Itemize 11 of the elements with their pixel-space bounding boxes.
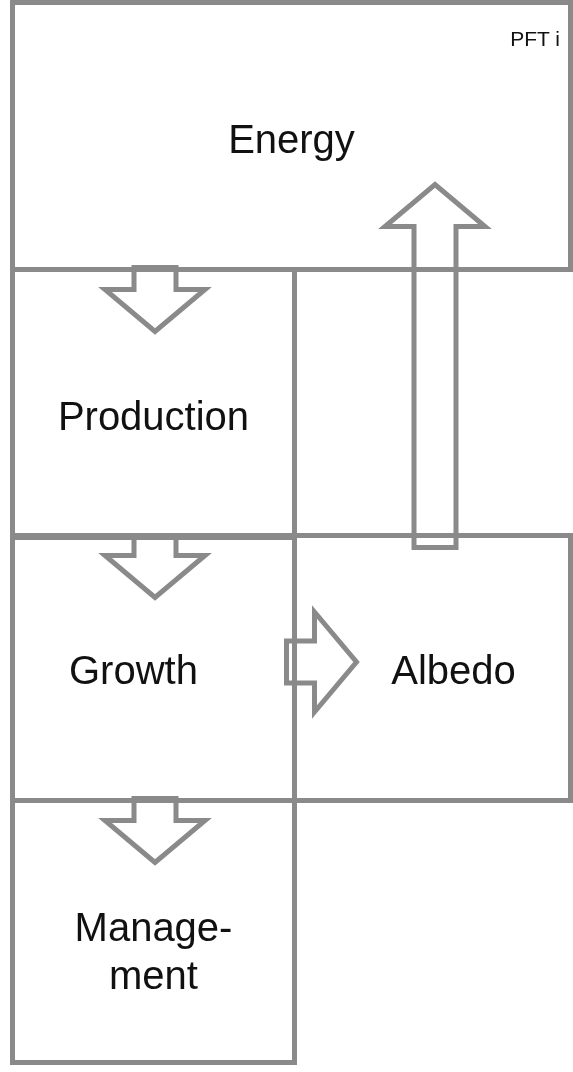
block-arrow — [98, 265, 212, 335]
block-arrow — [284, 605, 360, 719]
block-label: Growth — [69, 647, 198, 694]
block-arrow — [98, 796, 212, 866]
block-arrow — [378, 181, 492, 550]
block-label: Manage- ment — [73, 904, 234, 999]
block-box — [10, 0, 573, 272]
block-label: Energy — [228, 116, 355, 163]
panel-label: PFT i — [510, 27, 560, 51]
block-label: Albedo — [391, 647, 516, 694]
block-label: Production — [57, 393, 250, 440]
